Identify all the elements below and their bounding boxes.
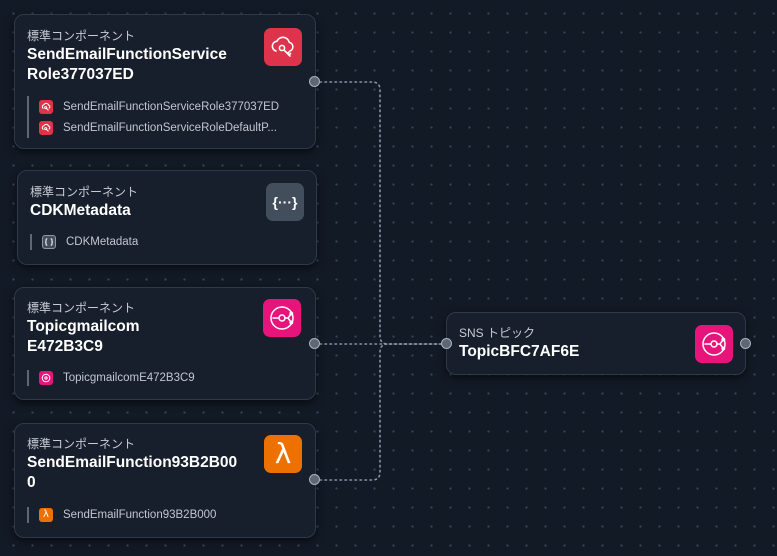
lambda-icon-glyph: λ [274,437,292,470]
resource-name: CDKMetadata [66,236,139,248]
resource-name: SendEmailFunctionServiceRoleDefaultP... [63,121,277,134]
input-port[interactable] [441,338,452,349]
resource-row[interactable]: SendEmailFunctionServiceRole377037ED [27,96,279,117]
braces-icon-glyph: {···} [272,194,298,210]
output-port[interactable] [740,338,751,349]
node-cdk-metadata[interactable]: 標準コンポーネント CDKMetadata {···} CDKMetadata [17,170,317,265]
node-title-line2: 0 [27,474,36,491]
iam-role-icon [264,28,302,66]
resource-row[interactable]: λ SendEmailFunction93B2B000 [27,506,216,524]
node-title: CDKMetadata [30,202,131,219]
node-title-part: Topic [27,318,68,335]
node-type-label: 標準コンポーネント [27,301,136,315]
node-title-part: gmailcom [67,318,140,335]
braces-icon: {···} [266,183,304,221]
output-port[interactable] [309,76,320,87]
node-type-label: 標準コンポーネント [27,437,136,451]
resource-name: SendEmailFunctionServiceRole377037ED [63,100,280,113]
node-title-line1: SendEmailFunctionService [27,46,227,63]
edge-role-to-topic [319,81,442,345]
sns-topic-icon [39,371,53,385]
resource-row[interactable]: CDKMetadata [30,233,138,251]
resource-list: SendEmailFunctionServiceRole377037ED Sen… [27,96,279,138]
resource-row[interactable]: Topic gmailcomE472B3C9 [27,369,195,387]
braces-icon [42,235,56,249]
node-lambda-function[interactable]: 標準コンポーネント SendEmailFunction93B2B00 0 λ λ… [14,423,316,538]
node-title: SendEmailFunctionService Role377037ED [27,45,227,85]
output-port[interactable] [309,474,320,485]
node-title: TopicBFC7AF6E [459,343,580,360]
resource-row[interactable]: SendEmailFunctionServiceRoleDefaultP... [27,117,277,138]
node-title-line2: Role377037ED [27,66,134,83]
node-service-role[interactable]: 標準コンポーネント SendEmailFunctionService Role3… [14,14,316,149]
node-title-line2: E472B3C9 [27,338,103,355]
resource-name: SendEmailFunction93B2B000 [63,509,217,521]
sns-topic-icon [263,299,301,337]
node-title: SendEmailFunction93B2B00 0 [27,453,237,493]
edge-lambda-to-topic [319,343,442,481]
sns-topic-icon [695,325,733,363]
iam-role-icon [39,120,53,135]
node-type-label: SNS トピック [459,326,536,340]
node-type-label: 標準コンポーネント [27,29,136,43]
lambda-icon: λ [39,508,53,522]
lambda-icon-glyph: λ [43,509,49,520]
iam-role-icon [39,99,53,114]
output-port[interactable] [309,338,320,349]
node-title-line1: SendEmailFunction93B2B00 [27,454,238,471]
resource-name-part: Topic [63,372,90,384]
lambda-icon: λ [264,435,302,473]
node-sns-topic[interactable]: SNS トピック TopicBFC7AF6E [446,312,746,375]
resource-name-part: gmailcomE472B3C9 [89,372,195,384]
node-type-label: 標準コンポーネント [30,185,139,199]
